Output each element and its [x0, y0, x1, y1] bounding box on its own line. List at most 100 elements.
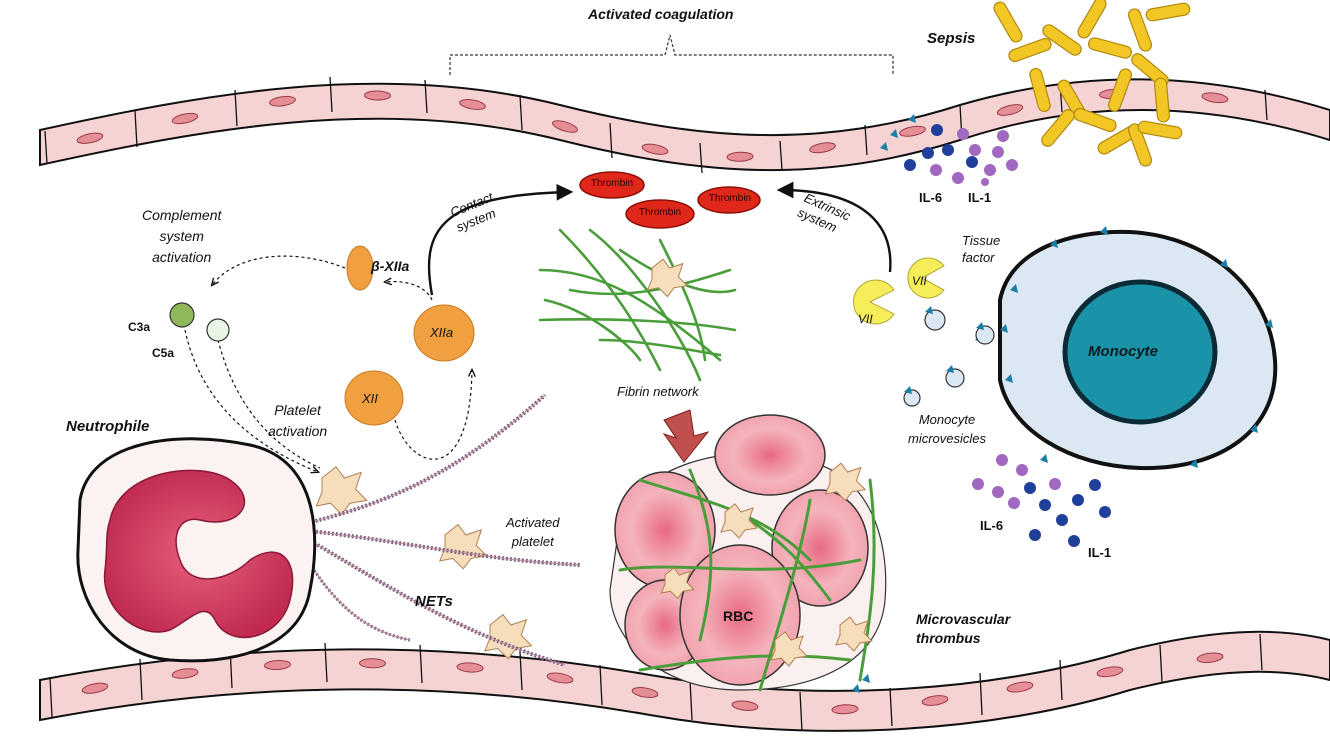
thrombin-label-2: Thrombin — [638, 207, 682, 218]
vessel-cell-border — [44, 130, 48, 165]
tissue-factor-spike — [1010, 284, 1018, 293]
il6-molecule — [942, 144, 954, 156]
vessel-cell-border — [799, 691, 803, 732]
vessel-cell-nucleus — [171, 112, 199, 125]
vessel-cell-nucleus — [269, 95, 296, 107]
complement-line-3: activation — [152, 249, 212, 265]
il1-molecule — [1008, 497, 1020, 509]
vessel-cell-border — [519, 94, 523, 131]
il1-molecule — [1006, 159, 1018, 171]
fibrin-strand — [598, 338, 722, 357]
thrombus-line-2: thrombus — [916, 630, 981, 646]
bacterium — [1042, 24, 1082, 56]
il1-molecule — [997, 130, 1009, 142]
thrombin-group — [579, 171, 761, 229]
activated-platelet-line-2: platelet — [511, 534, 554, 549]
fibrin-strand — [558, 228, 662, 372]
vessel-cell-border — [234, 89, 238, 127]
platelet — [438, 523, 488, 570]
microvesicle — [975, 325, 995, 345]
platelet — [770, 631, 809, 667]
bacterium — [1107, 68, 1133, 112]
il6-molecule — [1068, 535, 1080, 547]
il6-molecule — [966, 156, 978, 168]
fibrin-strand — [658, 238, 707, 362]
il6-molecule — [904, 159, 916, 171]
microvascular-thrombus-label: Microvascular thrombus — [916, 610, 1010, 648]
rbc-label: RBC — [723, 608, 754, 624]
thrombin-label-1: Thrombin — [590, 178, 634, 189]
platelet — [315, 466, 368, 516]
tissue-factor-spike — [1005, 374, 1013, 383]
il6-molecule — [1029, 529, 1041, 541]
il6-molecule — [1024, 482, 1036, 494]
bacterium — [1008, 37, 1052, 63]
il1-molecule — [969, 144, 981, 156]
vessel-cell-border — [699, 142, 703, 174]
bacterium — [1154, 77, 1170, 123]
il1-molecule — [984, 164, 996, 176]
contact-factors — [344, 245, 475, 426]
nets-dna-strands — [293, 393, 581, 667]
vessel-cell-nucleus — [831, 704, 859, 715]
vessel-cell-nucleus — [809, 142, 836, 154]
il1-molecule — [981, 178, 989, 186]
xiia-label: XIIa — [430, 325, 454, 340]
vii-label-2: VII — [912, 274, 927, 288]
microvesicle — [945, 368, 965, 388]
vessel-cell-border — [1059, 659, 1063, 701]
vessel-cell-nucleus — [1196, 652, 1224, 663]
il6-molecule — [1039, 499, 1051, 511]
vessel-cell-border — [424, 79, 428, 114]
bacterium — [993, 1, 1023, 43]
bacterium — [1145, 2, 1191, 22]
c3a-label: C3a — [128, 320, 151, 334]
monocyte-cell — [852, 114, 1278, 693]
complement-line-2: system — [159, 228, 204, 244]
platelet-activation-line-2: activation — [268, 423, 328, 439]
factor-vii-group — [853, 257, 945, 325]
vessel-cell-nucleus — [552, 120, 578, 133]
vessel-cell-nucleus — [264, 659, 291, 671]
complement-line-1: Complement — [142, 207, 222, 223]
microvesicles-line-1: Monocyte — [918, 412, 976, 427]
il6-molecule — [1072, 494, 1084, 506]
vessel-cell-border — [1259, 633, 1263, 671]
dna-backbone — [299, 529, 581, 566]
beta-xiia-label: β-XIIa — [371, 258, 410, 274]
il1-molecule — [992, 486, 1004, 498]
bacterium — [1073, 107, 1117, 133]
vessel-cell-nucleus — [364, 90, 391, 101]
tissue-factor-spike — [1040, 454, 1048, 463]
vessel-cell-nucleus — [1006, 681, 1034, 693]
platelet — [824, 462, 867, 502]
tissue-factor-spike — [880, 142, 888, 151]
vessel-cell-border — [139, 658, 143, 701]
vessel-cell-border — [49, 676, 53, 718]
il1-molecule — [1049, 478, 1061, 490]
tissue-factor-spike — [1220, 259, 1228, 268]
vessel-cell-nucleus — [81, 682, 109, 694]
tissue-factor-spike — [1000, 324, 1008, 333]
microvesicles-line-2: microvesicles — [908, 431, 987, 446]
bacterium — [1127, 8, 1153, 52]
tissue-factor-spike — [852, 684, 860, 693]
il1-bottom-label: IL-1 — [1088, 545, 1112, 560]
il1-molecule — [952, 172, 964, 184]
activated-coagulation-label: Activated coagulation — [588, 6, 734, 22]
dna-backbone — [299, 534, 566, 666]
vessel-cell-border — [689, 679, 693, 721]
tissue-factor-spike — [890, 129, 898, 138]
c5a-label: C5a — [152, 346, 175, 360]
bacterium — [1041, 109, 1075, 147]
il1-top-label: IL-1 — [968, 190, 992, 205]
vessel-cell-nucleus — [456, 662, 484, 673]
vessel-cell-nucleus — [359, 658, 386, 669]
cytokines-top — [904, 124, 1018, 186]
vessel-cell-border — [889, 687, 893, 727]
tissue-factor-spike — [1190, 459, 1198, 468]
neutrophil-cell — [76, 437, 317, 663]
tissue-factor-spike — [1250, 424, 1258, 433]
vessel-cell-border — [779, 140, 783, 171]
il1-molecule — [957, 128, 969, 140]
